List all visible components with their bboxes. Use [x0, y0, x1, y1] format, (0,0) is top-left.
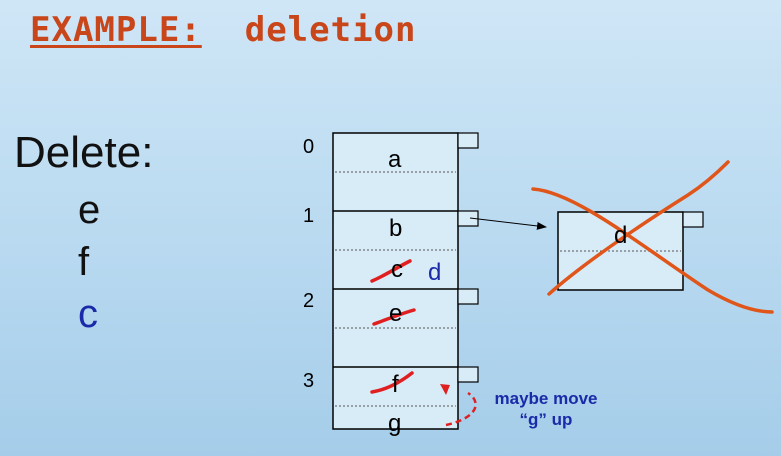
replacement-record-d: d	[428, 259, 442, 286]
move-up-curve	[445, 391, 477, 427]
strike-c	[370, 259, 412, 283]
overflow-block	[557, 211, 704, 291]
record-c: c	[391, 256, 403, 283]
cross-stroke-2	[547, 160, 730, 296]
bucket-number-0: 0	[303, 136, 315, 158]
cross-stroke-1	[531, 187, 774, 314]
move-g-note: maybe move “g” up	[476, 388, 616, 430]
record-b: b	[389, 215, 403, 242]
delete-item-e: e	[78, 188, 101, 232]
strike-e	[372, 308, 416, 326]
pointer-slot-3	[457, 366, 479, 383]
note-line-2: “g” up	[519, 410, 573, 429]
overflow-pointer-slot	[682, 211, 704, 228]
title-example: EXAMPLE:	[30, 10, 202, 50]
bucket-array	[332, 132, 459, 430]
bucket-number-1: 1	[303, 205, 315, 227]
overflow-pointer-arrow	[469, 217, 547, 230]
overflow-record-d: d	[614, 222, 628, 249]
delete-item-c: c	[78, 292, 98, 336]
pointer-slot-0	[457, 132, 479, 149]
record-g: g	[388, 410, 402, 437]
record-f: f	[392, 371, 399, 398]
note-line-1: maybe move	[494, 389, 598, 408]
strike-f	[370, 371, 414, 394]
move-up-arrowhead	[440, 384, 450, 395]
title-topic: deletion	[244, 10, 417, 50]
pointer-slot-2	[457, 288, 479, 305]
slide-title: EXAMPLE: deletion	[30, 10, 416, 50]
delete-item-f: f	[78, 240, 90, 284]
delete-label: Delete:	[14, 128, 154, 177]
record-a: a	[388, 146, 402, 173]
bucket-number-2: 2	[303, 290, 315, 312]
bucket-number-3: 3	[303, 370, 315, 392]
record-e: e	[389, 300, 403, 327]
